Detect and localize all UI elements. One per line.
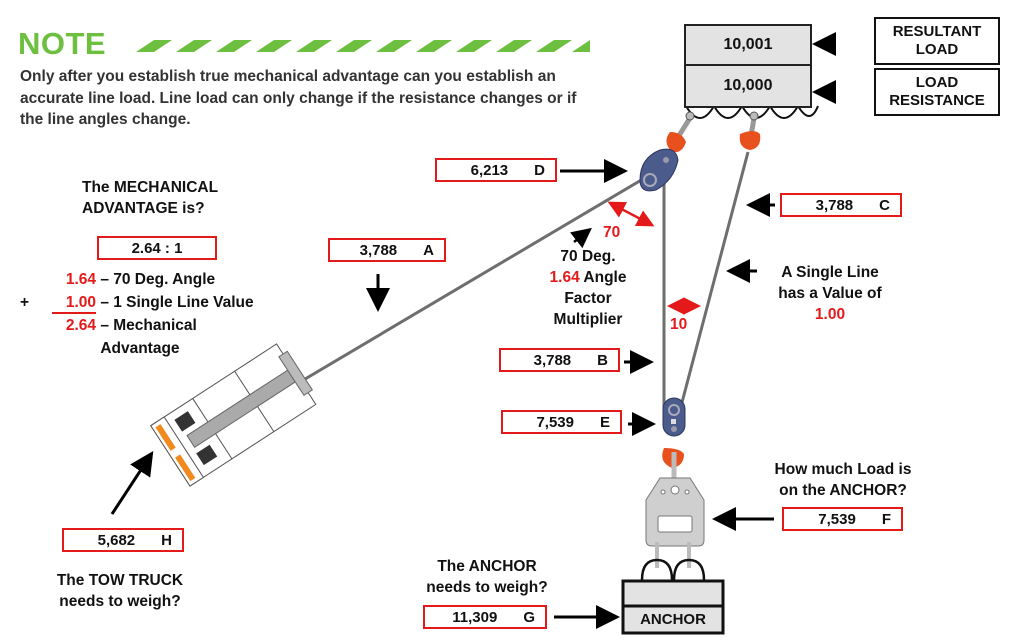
ma-answer-box: 2.64 : 1 [97, 236, 217, 260]
ma-row: 2.64 – Mechanical Advantage [65, 317, 197, 357]
anchor-weigh-question: The ANCHOR needs to weigh? [426, 558, 548, 596]
angle-markers [607, 201, 701, 315]
angle-factor-text: 70 Deg. 1.64 Angle Factor Multiplier [549, 248, 627, 328]
anchor-label: ANCHOR [640, 611, 706, 628]
ma-calculation: 1.64 – 70 Deg. Angle +1.00 – 1 Single Li… [20, 268, 320, 360]
resultant-load-label: RESULTANT LOAD [874, 17, 1000, 65]
top-hook-right [739, 111, 761, 150]
angle-70-label: 70 [603, 224, 621, 241]
note-title: NOTE [18, 26, 107, 61]
anchor-plate-icon [640, 477, 706, 581]
tow-truck-question: The TOW TRUCK needs to weigh? [56, 572, 184, 610]
single-line-text: A Single Line has a Value of 1.00 [778, 264, 882, 323]
ropes [299, 151, 750, 412]
rope-c [678, 151, 750, 411]
note-text: Only after you establish true mechanical… [20, 68, 577, 128]
ma-row: 1.64 – 70 Deg. Angle [65, 271, 216, 288]
top-hook-left [666, 111, 695, 153]
load-resistance-value: 10,000 [684, 64, 812, 108]
lower-pulley-icon [662, 397, 686, 478]
ma-row: +1.00 – 1 Single Line Value [20, 294, 254, 311]
pointer-arrows [110, 32, 836, 629]
top-pulley-icon [639, 148, 679, 192]
anchor-block-icon [621, 579, 725, 635]
ma-answer: 2.64 : 1 [131, 239, 183, 257]
ma-question: The MECHANICAL ADVANTAGE is? [82, 179, 218, 217]
tow-truck-icon [150, 343, 317, 487]
resultant-load-value: 10,001 [684, 24, 812, 66]
angle-10-label: 10 [670, 316, 688, 333]
anchor-load-question: How much Load is on the ANCHOR? [774, 461, 912, 499]
load-resistance-label: LOAD RESISTANCE [874, 68, 1000, 116]
rope-a [299, 174, 649, 384]
note-stripes [136, 40, 590, 52]
